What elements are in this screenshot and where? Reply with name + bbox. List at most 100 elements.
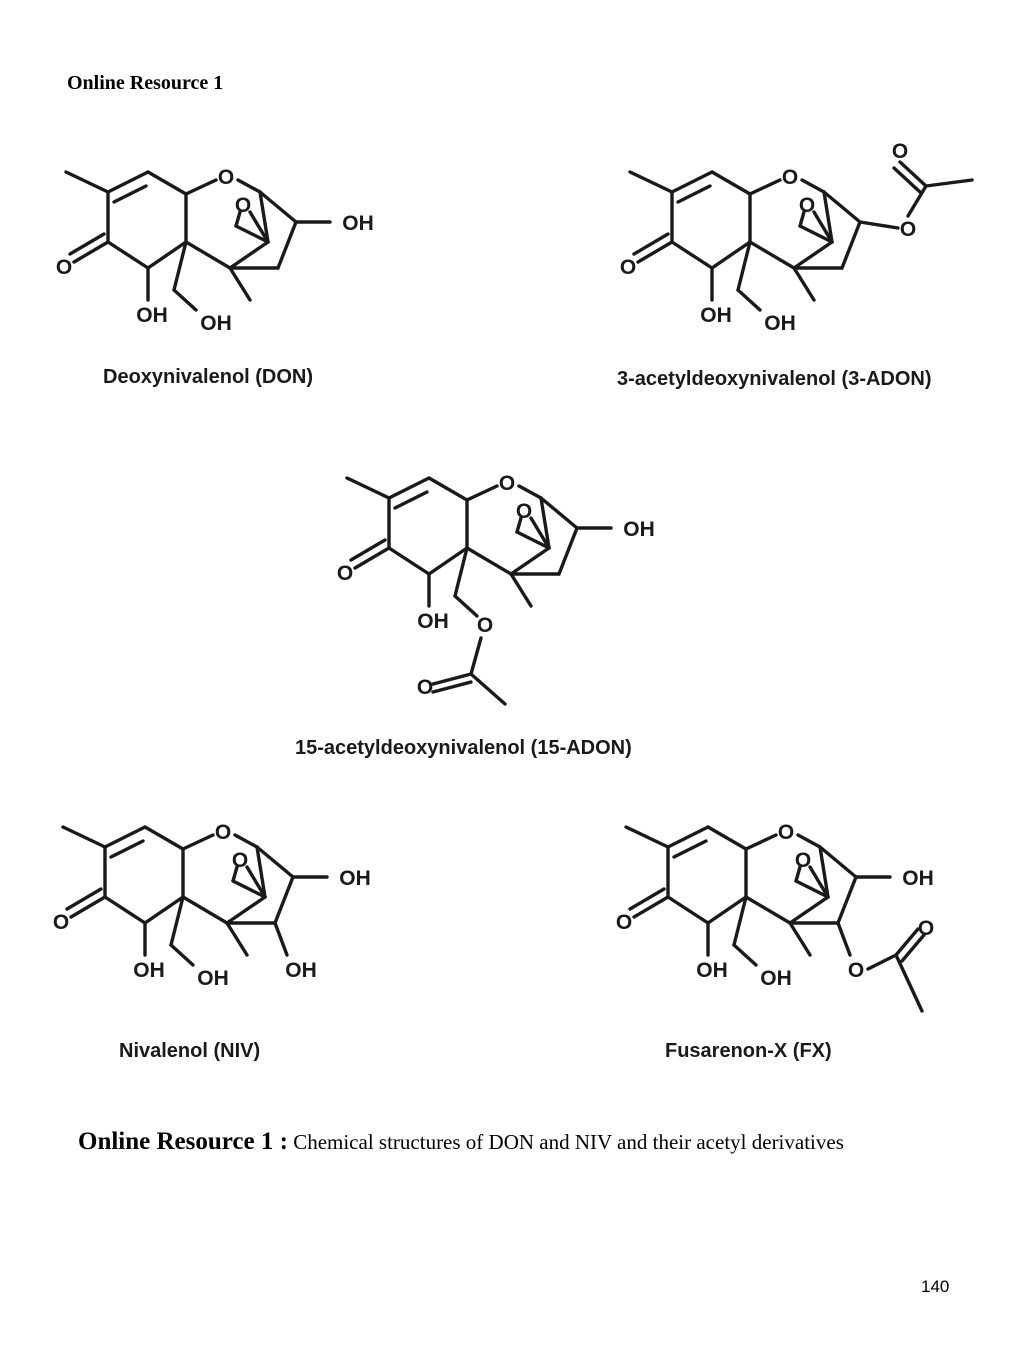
bond [808,865,830,899]
bond [632,232,670,256]
bond [792,266,816,302]
oxygen-atom-label: O [499,472,515,495]
bond [798,224,834,244]
bond [836,921,852,957]
oxygen-atom-label: O [782,166,798,189]
bond [812,210,834,244]
bond [245,865,267,899]
ester-oxygen-label: O [848,959,864,982]
bond [628,170,674,194]
epoxide-oxygen-label: O [235,194,251,217]
hydroxyl-label: OH [136,304,168,327]
bond [788,921,812,957]
bond [732,943,758,967]
bond [228,266,252,302]
bond [465,484,499,502]
bond [106,170,150,194]
bond [255,845,295,879]
bond [898,160,928,188]
bond [732,895,748,947]
bond [744,833,778,851]
oxygen-atom-label: O [218,166,234,189]
bond [788,895,830,925]
bond [387,476,431,500]
bond [736,240,752,292]
oxygen-atom-label: O [53,911,69,934]
bond [273,875,295,925]
page-number: 140 [921,1277,950,1296]
bond [64,170,110,194]
bond [894,927,920,957]
oxygen-atom-label: O [616,911,632,934]
bond [906,184,928,218]
bond [539,496,579,530]
bond [234,224,270,244]
bond [794,879,830,899]
bond [822,190,862,224]
bond [106,240,150,270]
hydroxyl-label: OH [700,304,732,327]
bond [181,833,215,851]
epoxide-oxygen-label: O [799,194,815,217]
bond [794,865,802,883]
epoxide-oxygen-label: O [516,500,532,523]
bond [469,672,507,706]
bond [233,833,259,849]
oxygen-atom-label: O [620,256,636,279]
bond [469,636,483,676]
bond [276,220,298,270]
bond [146,240,188,270]
bond [453,594,479,618]
bond [557,526,579,576]
oxygen-atom-label: O [215,821,231,844]
structure-name-fx: Fusarenon-X (FX) [665,1040,832,1062]
structure-name-3-adon: 3-acetyldeoxynivalenol (3-ADON) [617,368,932,390]
bond [431,672,473,686]
hydroxyl-label: OH [902,867,934,890]
bond [924,178,974,188]
bond [900,933,926,963]
bond [636,240,674,264]
bond [228,240,270,270]
bond [710,240,752,270]
bond [818,845,858,879]
bond [143,895,185,925]
bond [858,220,900,230]
oxygen-atom-label: O [337,562,353,585]
bond [624,825,670,849]
bond [231,865,239,883]
bond [169,943,195,967]
bond [65,887,103,911]
bond [258,190,298,224]
bond [184,178,218,196]
bond [670,240,714,270]
bond [387,546,431,576]
bond [666,825,710,849]
bond [427,476,469,502]
bond [258,190,270,244]
bond [61,825,107,849]
bond [666,895,710,925]
bond [515,516,523,534]
epoxide-oxygen-label: O [232,849,248,872]
bond [103,825,147,849]
bond [744,895,792,925]
bond [822,190,834,244]
bond [225,895,267,925]
bond [515,530,551,550]
bond [628,887,666,911]
bond [509,572,533,608]
bond [273,921,289,957]
hydroxyl-label: OH [339,867,371,890]
bond [529,516,551,550]
structure-name-15-adon: 15-acetyldeoxynivalenol (15-ADON) [295,737,632,759]
